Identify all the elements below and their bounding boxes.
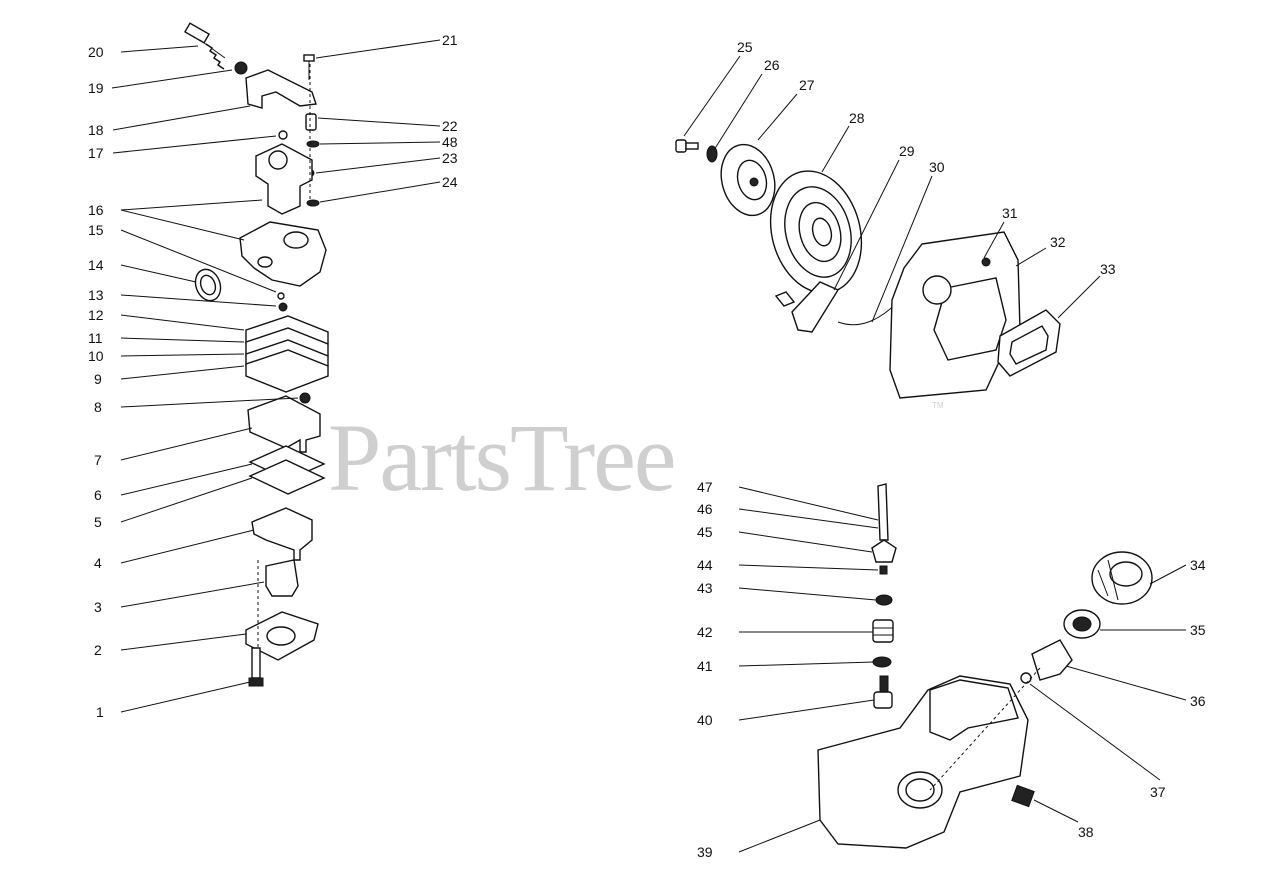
- part-5-6-diaphragm[interactable]: [248, 445, 326, 495]
- callout-3[interactable]: 3: [94, 599, 102, 615]
- callout-22[interactable]: 22: [442, 118, 458, 134]
- part-47[interactable]: [877, 483, 889, 541]
- callout-24[interactable]: 24: [442, 174, 458, 190]
- callout-34[interactable]: 34: [1190, 557, 1206, 573]
- callout-11[interactable]: 11: [88, 330, 103, 346]
- part-17[interactable]: [278, 130, 288, 140]
- callout-39[interactable]: 39: [697, 844, 713, 860]
- part-31[interactable]: [981, 257, 991, 267]
- starter-assembly: [675, 138, 1061, 399]
- part-13[interactable]: [278, 302, 288, 312]
- part-1[interactable]: [248, 647, 264, 687]
- callout-4[interactable]: 4: [94, 555, 102, 571]
- callout-35[interactable]: 35: [1190, 622, 1206, 638]
- part-7[interactable]: [247, 395, 321, 453]
- callout-8[interactable]: 8: [94, 399, 102, 415]
- callout-47[interactable]: 47: [697, 479, 713, 495]
- callout-23[interactable]: 23: [442, 150, 458, 166]
- part-28[interactable]: [757, 161, 874, 304]
- callout-7[interactable]: 7: [94, 452, 102, 468]
- callout-10[interactable]: 10: [88, 348, 104, 364]
- part-25[interactable]: [675, 139, 699, 153]
- part-43[interactable]: [875, 594, 893, 606]
- part-37[interactable]: [1020, 672, 1032, 684]
- callout-26[interactable]: 26: [764, 57, 780, 73]
- callout-5[interactable]: 5: [94, 514, 102, 530]
- callout-38[interactable]: 38: [1078, 824, 1094, 840]
- callout-14[interactable]: 14: [88, 257, 104, 273]
- callout-28[interactable]: 28: [849, 110, 865, 126]
- part-8[interactable]: [299, 392, 311, 404]
- callout-42[interactable]: 42: [697, 624, 713, 640]
- callout-labels: 20 19 18 17 16 15 14 13 12 11 10 9 8 7 6…: [88, 32, 1206, 860]
- callout-46[interactable]: 46: [697, 501, 713, 517]
- part-48[interactable]: [306, 140, 320, 148]
- callout-6[interactable]: 6: [94, 487, 102, 503]
- callout-27[interactable]: 27: [799, 77, 815, 93]
- part-15[interactable]: [277, 292, 285, 300]
- part-41[interactable]: [872, 656, 892, 668]
- part-14[interactable]: [191, 266, 224, 304]
- callout-32[interactable]: 32: [1050, 234, 1066, 250]
- part-35[interactable]: [1063, 609, 1101, 639]
- part-18[interactable]: [245, 69, 317, 109]
- callout-45[interactable]: 45: [697, 524, 713, 540]
- part-16-body[interactable]: [239, 221, 327, 287]
- callout-2[interactable]: 2: [94, 642, 102, 658]
- part-27[interactable]: [714, 138, 783, 221]
- part-22[interactable]: [305, 113, 317, 131]
- part-45[interactable]: [871, 539, 897, 563]
- callout-19[interactable]: 19: [88, 80, 104, 96]
- callout-17[interactable]: 17: [88, 145, 104, 161]
- part-21[interactable]: [303, 54, 315, 80]
- callout-33[interactable]: 33: [1100, 261, 1116, 277]
- callout-30[interactable]: 30: [929, 159, 945, 175]
- callout-43[interactable]: 43: [697, 580, 713, 596]
- part-9-12-gaskets[interactable]: [245, 315, 329, 393]
- callout-37[interactable]: 37: [1150, 784, 1166, 800]
- callout-36[interactable]: 36: [1190, 693, 1206, 709]
- callout-31[interactable]: 31: [1002, 205, 1018, 221]
- part-29[interactable]: [774, 281, 840, 333]
- part-42[interactable]: [872, 619, 894, 643]
- callout-15[interactable]: 15: [88, 222, 104, 238]
- callout-41[interactable]: 41: [697, 658, 713, 674]
- part-44[interactable]: [879, 565, 888, 575]
- callout-40[interactable]: 40: [697, 712, 713, 728]
- part-19[interactable]: [234, 61, 248, 75]
- part-24[interactable]: [306, 199, 320, 207]
- fuel-assembly: [817, 483, 1153, 849]
- callout-25[interactable]: 25: [737, 39, 753, 55]
- part-38[interactable]: [1011, 784, 1035, 808]
- callout-9[interactable]: 9: [94, 371, 102, 387]
- callout-12[interactable]: 12: [88, 307, 104, 323]
- callout-13[interactable]: 13: [88, 287, 104, 303]
- callout-29[interactable]: 29: [899, 143, 915, 159]
- part-20[interactable]: [184, 22, 226, 70]
- callout-16[interactable]: 16: [88, 202, 104, 218]
- part-4[interactable]: [251, 507, 313, 561]
- part-36[interactable]: [1031, 639, 1073, 681]
- callout-48[interactable]: 48: [442, 134, 458, 150]
- watermark: PartsTree: [328, 404, 674, 511]
- part-3[interactable]: [265, 559, 299, 597]
- callout-44[interactable]: 44: [697, 557, 713, 573]
- carburetor-assembly: [184, 22, 329, 687]
- callout-leaders: [111, 39, 1187, 853]
- part-34[interactable]: [1091, 551, 1153, 605]
- watermark-tm: TM: [932, 401, 944, 410]
- part-40[interactable]: [873, 675, 893, 709]
- callout-1[interactable]: 1: [96, 704, 104, 720]
- callout-20[interactable]: 20: [88, 44, 104, 60]
- callout-18[interactable]: 18: [88, 122, 104, 138]
- callout-21[interactable]: 21: [442, 32, 458, 48]
